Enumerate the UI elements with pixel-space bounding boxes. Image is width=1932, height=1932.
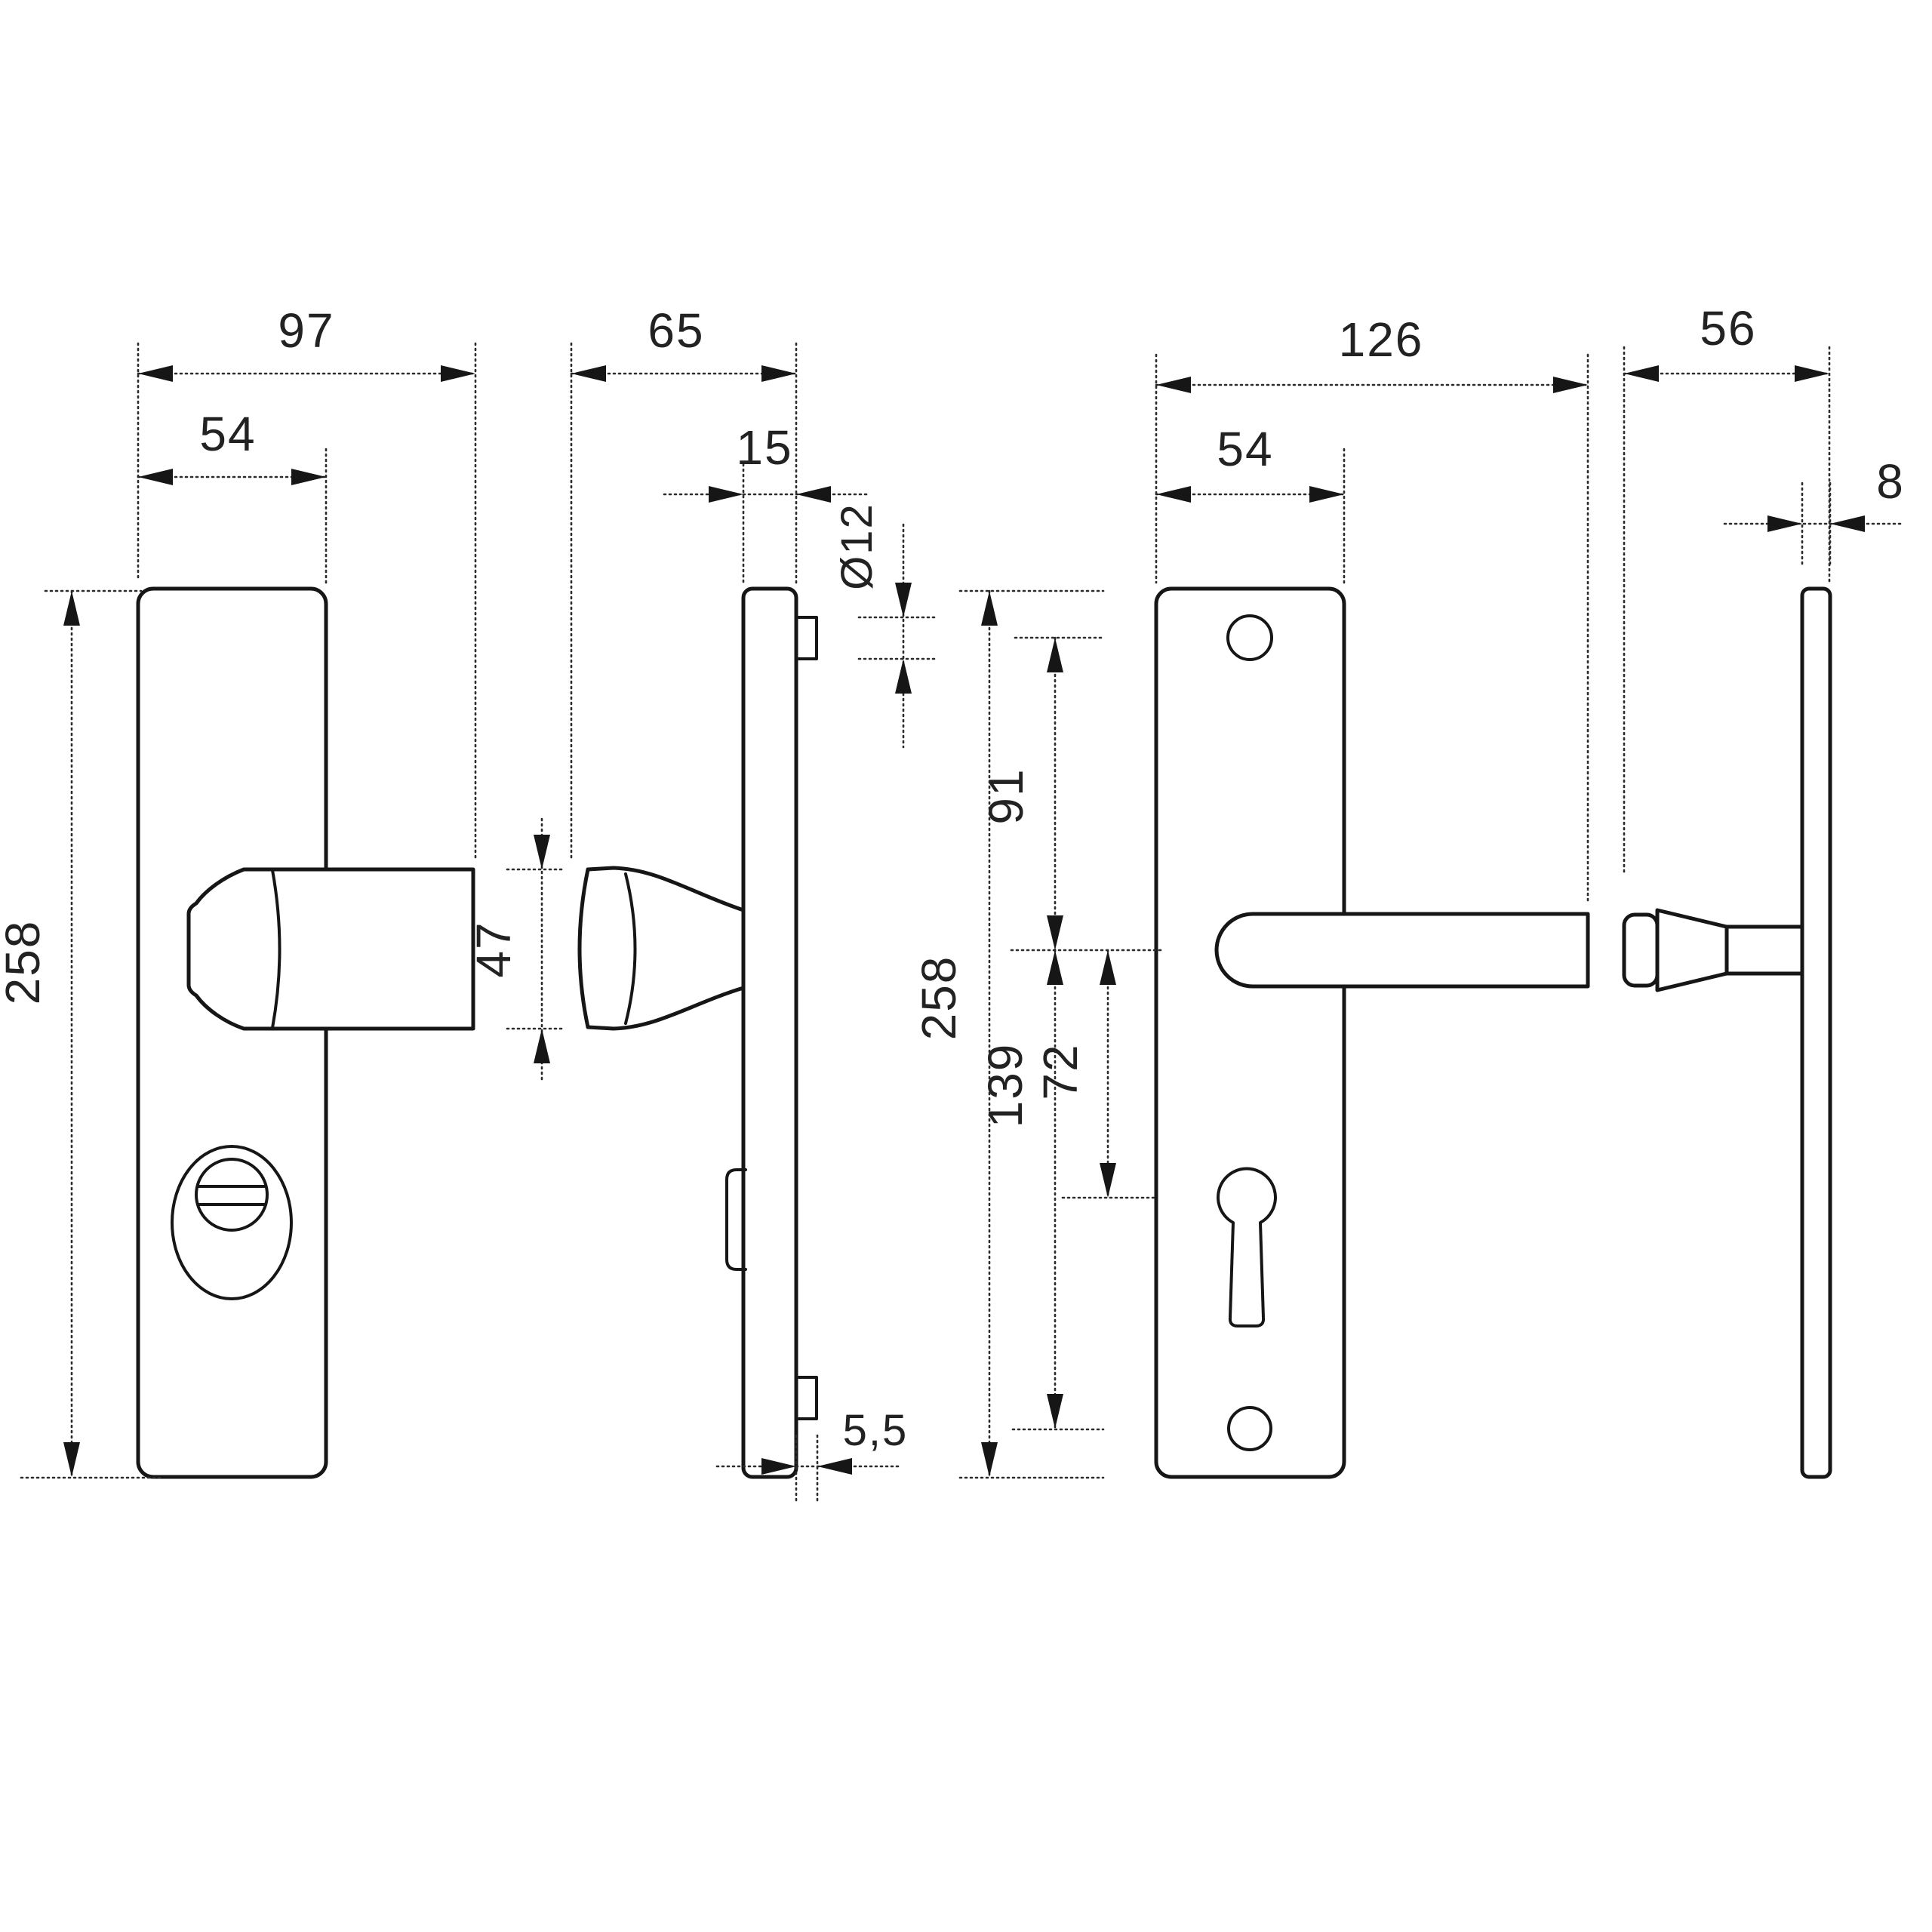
arrowhead — [63, 591, 80, 626]
lever-plate-side-view — [1622, 586, 1832, 1479]
knob-plate-front-view — [136, 586, 475, 1479]
dim-label-dia12: Ø12 — [832, 503, 881, 590]
arrowhead — [441, 365, 475, 382]
arrowhead — [291, 469, 326, 485]
knob-plate-side-view — [577, 586, 818, 1479]
dim-label-72: 72 — [1033, 1043, 1088, 1100]
lever-plate-front-outline — [1154, 586, 1346, 1479]
dim-label-91: 91 — [979, 768, 1033, 824]
knob-side-bottom-edge — [586, 986, 746, 1031]
dim-label-54-right: 54 — [1217, 422, 1273, 476]
arrowhead — [1047, 915, 1063, 950]
knob-side-dimensions: 65 15 Ø12 47 5,5 — [466, 303, 937, 1502]
dim-label-56: 56 — [1700, 301, 1756, 355]
arrowhead — [1100, 1163, 1116, 1198]
dim-label-126: 126 — [1339, 312, 1424, 367]
cylinder-guard-core — [195, 1158, 269, 1232]
dim-label-8: 8 — [1876, 454, 1905, 509]
screw-hole-bottom — [1227, 1406, 1272, 1451]
dim-label-258-right: 258 — [912, 955, 966, 1041]
dim-label-15: 15 — [736, 420, 792, 475]
arrowhead — [817, 1458, 852, 1475]
dim-label-97: 97 — [278, 303, 334, 358]
dim-label-139: 139 — [978, 1043, 1032, 1128]
lever-plate-side-outline — [1800, 586, 1832, 1479]
knob-front-shape — [186, 867, 475, 1031]
lever-collar-side — [1655, 908, 1729, 992]
lever-front-dimensions: 126 54 258 91 139 72 — [912, 312, 1589, 1479]
lever-plate-front-view — [1154, 586, 1590, 1479]
arrowhead — [534, 1029, 550, 1063]
fixing-pin-bottom — [795, 1376, 818, 1420]
arrowhead — [1309, 486, 1344, 503]
lever-grip-end — [1622, 912, 1660, 988]
knob-side-top-edge — [586, 866, 746, 912]
dim-label-258-left: 258 — [0, 920, 50, 1005]
arrowhead — [761, 1458, 796, 1475]
lever-side-dimensions: 56 8 — [1623, 301, 1905, 877]
arrowhead — [796, 486, 831, 503]
knob-front-base-arc — [271, 869, 281, 1029]
knob-front-dimensions: 97 54 258 — [0, 303, 477, 1479]
screw-hole-top — [1226, 614, 1273, 661]
dim-label-54: 54 — [199, 407, 256, 461]
arrowhead — [761, 365, 796, 382]
arrowhead — [571, 365, 606, 382]
euro-cylinder-keyhole — [1217, 1167, 1277, 1327]
arrowhead — [138, 469, 173, 485]
arrowhead — [1795, 365, 1829, 382]
arrowhead — [1100, 950, 1116, 985]
arrowhead — [1830, 515, 1865, 532]
knob-side-waist-arc — [624, 872, 637, 1025]
knob-plate-front-outline — [136, 586, 328, 1479]
arrowhead — [1767, 515, 1802, 532]
arrowhead — [981, 591, 998, 626]
knob-plate-side-outline — [741, 586, 798, 1479]
arrowhead — [1156, 486, 1191, 503]
arrowhead — [1047, 1394, 1063, 1429]
arrowhead — [1624, 365, 1659, 382]
fixing-pin-top — [795, 616, 818, 660]
arrowhead — [138, 365, 173, 382]
arrowhead — [1156, 377, 1191, 393]
lever-handle-front — [1214, 912, 1590, 989]
dim-label-5-5: 5,5 — [843, 1406, 909, 1455]
dim-label-65: 65 — [648, 303, 704, 358]
knob-side-face — [577, 867, 590, 1029]
arrowhead — [895, 659, 912, 694]
arrowhead — [981, 1442, 998, 1477]
cylinder-guard-oval — [171, 1145, 293, 1300]
dim-label-47: 47 — [466, 921, 521, 977]
arrowhead — [1047, 638, 1063, 672]
arrowhead — [63, 1442, 80, 1477]
arrowhead — [895, 583, 912, 617]
arrowhead — [534, 835, 550, 869]
arrowhead — [1553, 377, 1588, 393]
latch-bump — [725, 1168, 747, 1271]
arrowhead — [1047, 950, 1063, 985]
arrowhead — [709, 486, 743, 503]
